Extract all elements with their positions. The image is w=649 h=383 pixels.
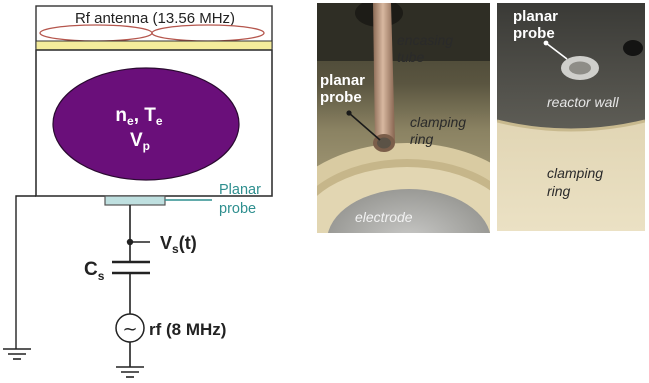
photo2-probe-pointer [545,42,568,60]
voltage-node [126,238,134,246]
photo2-clamping-label-line1: clamping [547,165,604,181]
source-label: rf (8 MHz) [149,320,226,339]
probe-circuit [112,205,150,367]
capacitor-label: Cs [84,259,105,283]
plasma-density-temperature-label: ne, Te [115,105,162,128]
photo-probe-on-electrode: encasing tube planar probe clamping ring… [317,3,490,233]
probe-label-line1: Planar [219,182,261,198]
ground-icon-chamber [3,348,31,360]
photo1-image [317,3,490,233]
dielectric-window [35,40,273,51]
photo1-encasing-label-line2: tube [397,49,425,65]
probe-label-line2: probe [219,201,256,217]
plasma-blob [52,67,240,181]
photo-probe-in-reactor-wall: planar probe reactor wall clamping ring [497,3,645,231]
photo2-image [497,3,645,231]
photo2-reactor-wall-label: reactor wall [547,94,619,110]
antenna-label: Rf antenna (13.56 MHz) [75,10,235,27]
planar-probe [104,195,166,206]
source-symbol: ~ [122,319,137,340]
photo2-planar-label-line1: planar [513,8,559,25]
photo2-clamping-label-line2: ring [547,183,571,199]
photo1-probe-pointer [348,112,381,141]
photo1-electrode-label: electrode [355,209,413,225]
voltage-label: Vs(t) [160,233,197,256]
photo1-planar-label-line2: probe [320,89,362,106]
icp-reactor-schematic: Rf antenna (13.56 MHz) ne, Te Vp Planar … [3,5,273,378]
encasing-tube-shape [373,3,395,143]
photo2-planar-label-line2: probe [513,25,555,42]
planar-probe-tip [377,137,391,149]
electrode-shape [327,189,490,233]
ground-icon-source [116,366,144,378]
photo1-clamping-label-line2: ring [410,131,434,147]
photo1-planar-label-line1: planar [320,72,366,89]
plasma-potential-label: Vp [130,130,150,153]
chamber-ground-wire [15,195,36,349]
photo1-clamping-label-line1: clamping [410,114,467,130]
photo1-encasing-label-line1: encasing [397,32,454,48]
